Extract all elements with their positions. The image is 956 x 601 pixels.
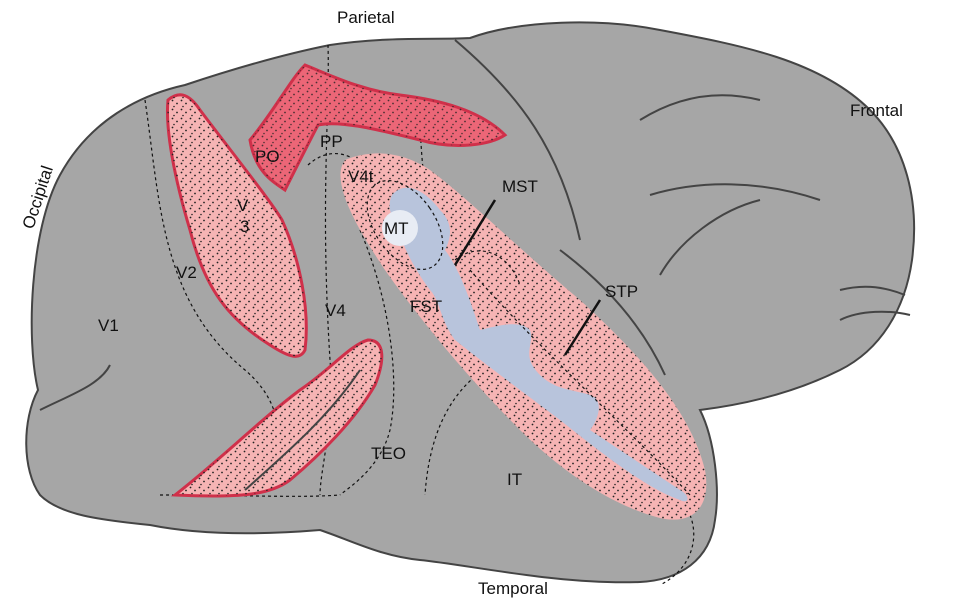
label-teo: TEO — [371, 444, 406, 463]
label-po: PO — [255, 147, 280, 166]
label-mt: MT — [384, 219, 409, 238]
label-temporal: Temporal — [478, 579, 548, 598]
label-fst: FST — [410, 297, 442, 316]
label-it: IT — [507, 470, 522, 489]
label-v4: V4 — [325, 301, 346, 320]
label-v3-line1: V — [237, 196, 249, 215]
label-pp: PP — [320, 132, 343, 151]
label-parietal: Parietal — [337, 8, 395, 27]
label-v4t: V4t — [348, 167, 374, 186]
label-stp: STP — [605, 282, 638, 301]
label-frontal: Frontal — [850, 101, 903, 120]
label-mst: MST — [502, 177, 538, 196]
label-v2: V2 — [176, 263, 197, 282]
label-v3-line2: 3 — [240, 217, 249, 236]
label-v1: V1 — [98, 316, 119, 335]
